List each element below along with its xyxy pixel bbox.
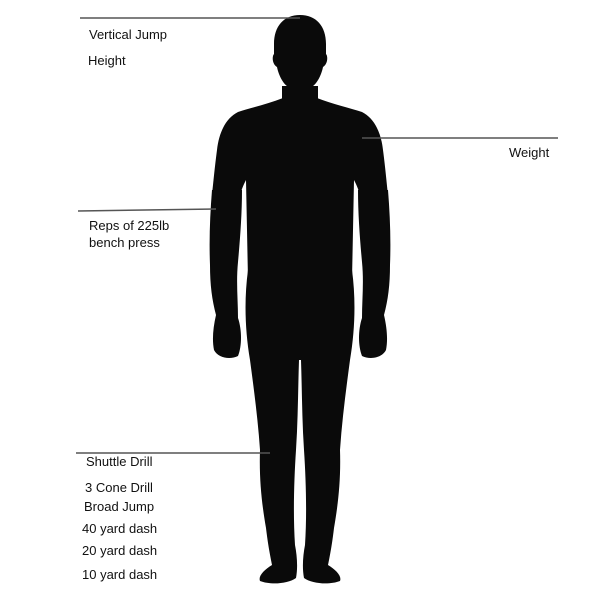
human-silhouette — [209, 15, 391, 584]
label-vertical-jump: Vertical Jump — [89, 27, 168, 42]
leader-line-bench — [77, 208, 217, 212]
silhouette-head — [272, 15, 328, 96]
silhouette-torso — [212, 98, 388, 280]
label-bench-press-line1: Reps of 225lb — [89, 218, 170, 233]
label-height: Height — [88, 53, 126, 68]
label-three-cone-drill: 3 Cone Drill — [85, 480, 153, 495]
label-ten-yard-dash: 10 yard dash — [82, 567, 158, 582]
label-twenty-yard-dash: 20 yard dash — [82, 543, 158, 558]
label-weight: Weight — [509, 145, 550, 160]
leader-lines — [76, 17, 558, 454]
silhouette-left-arm — [209, 190, 242, 358]
label-shuttle-drill: Shuttle Drill — [86, 454, 153, 469]
label-broad-jump: Broad Jump — [84, 499, 155, 514]
silhouette-legs — [245, 270, 355, 584]
label-bench-press: Reps of 225lb bench press — [89, 217, 169, 251]
silhouette-right-arm — [358, 190, 391, 358]
label-bench-press-line2: bench press — [89, 235, 160, 250]
label-forty-yard-dash: 40 yard dash — [82, 521, 158, 536]
